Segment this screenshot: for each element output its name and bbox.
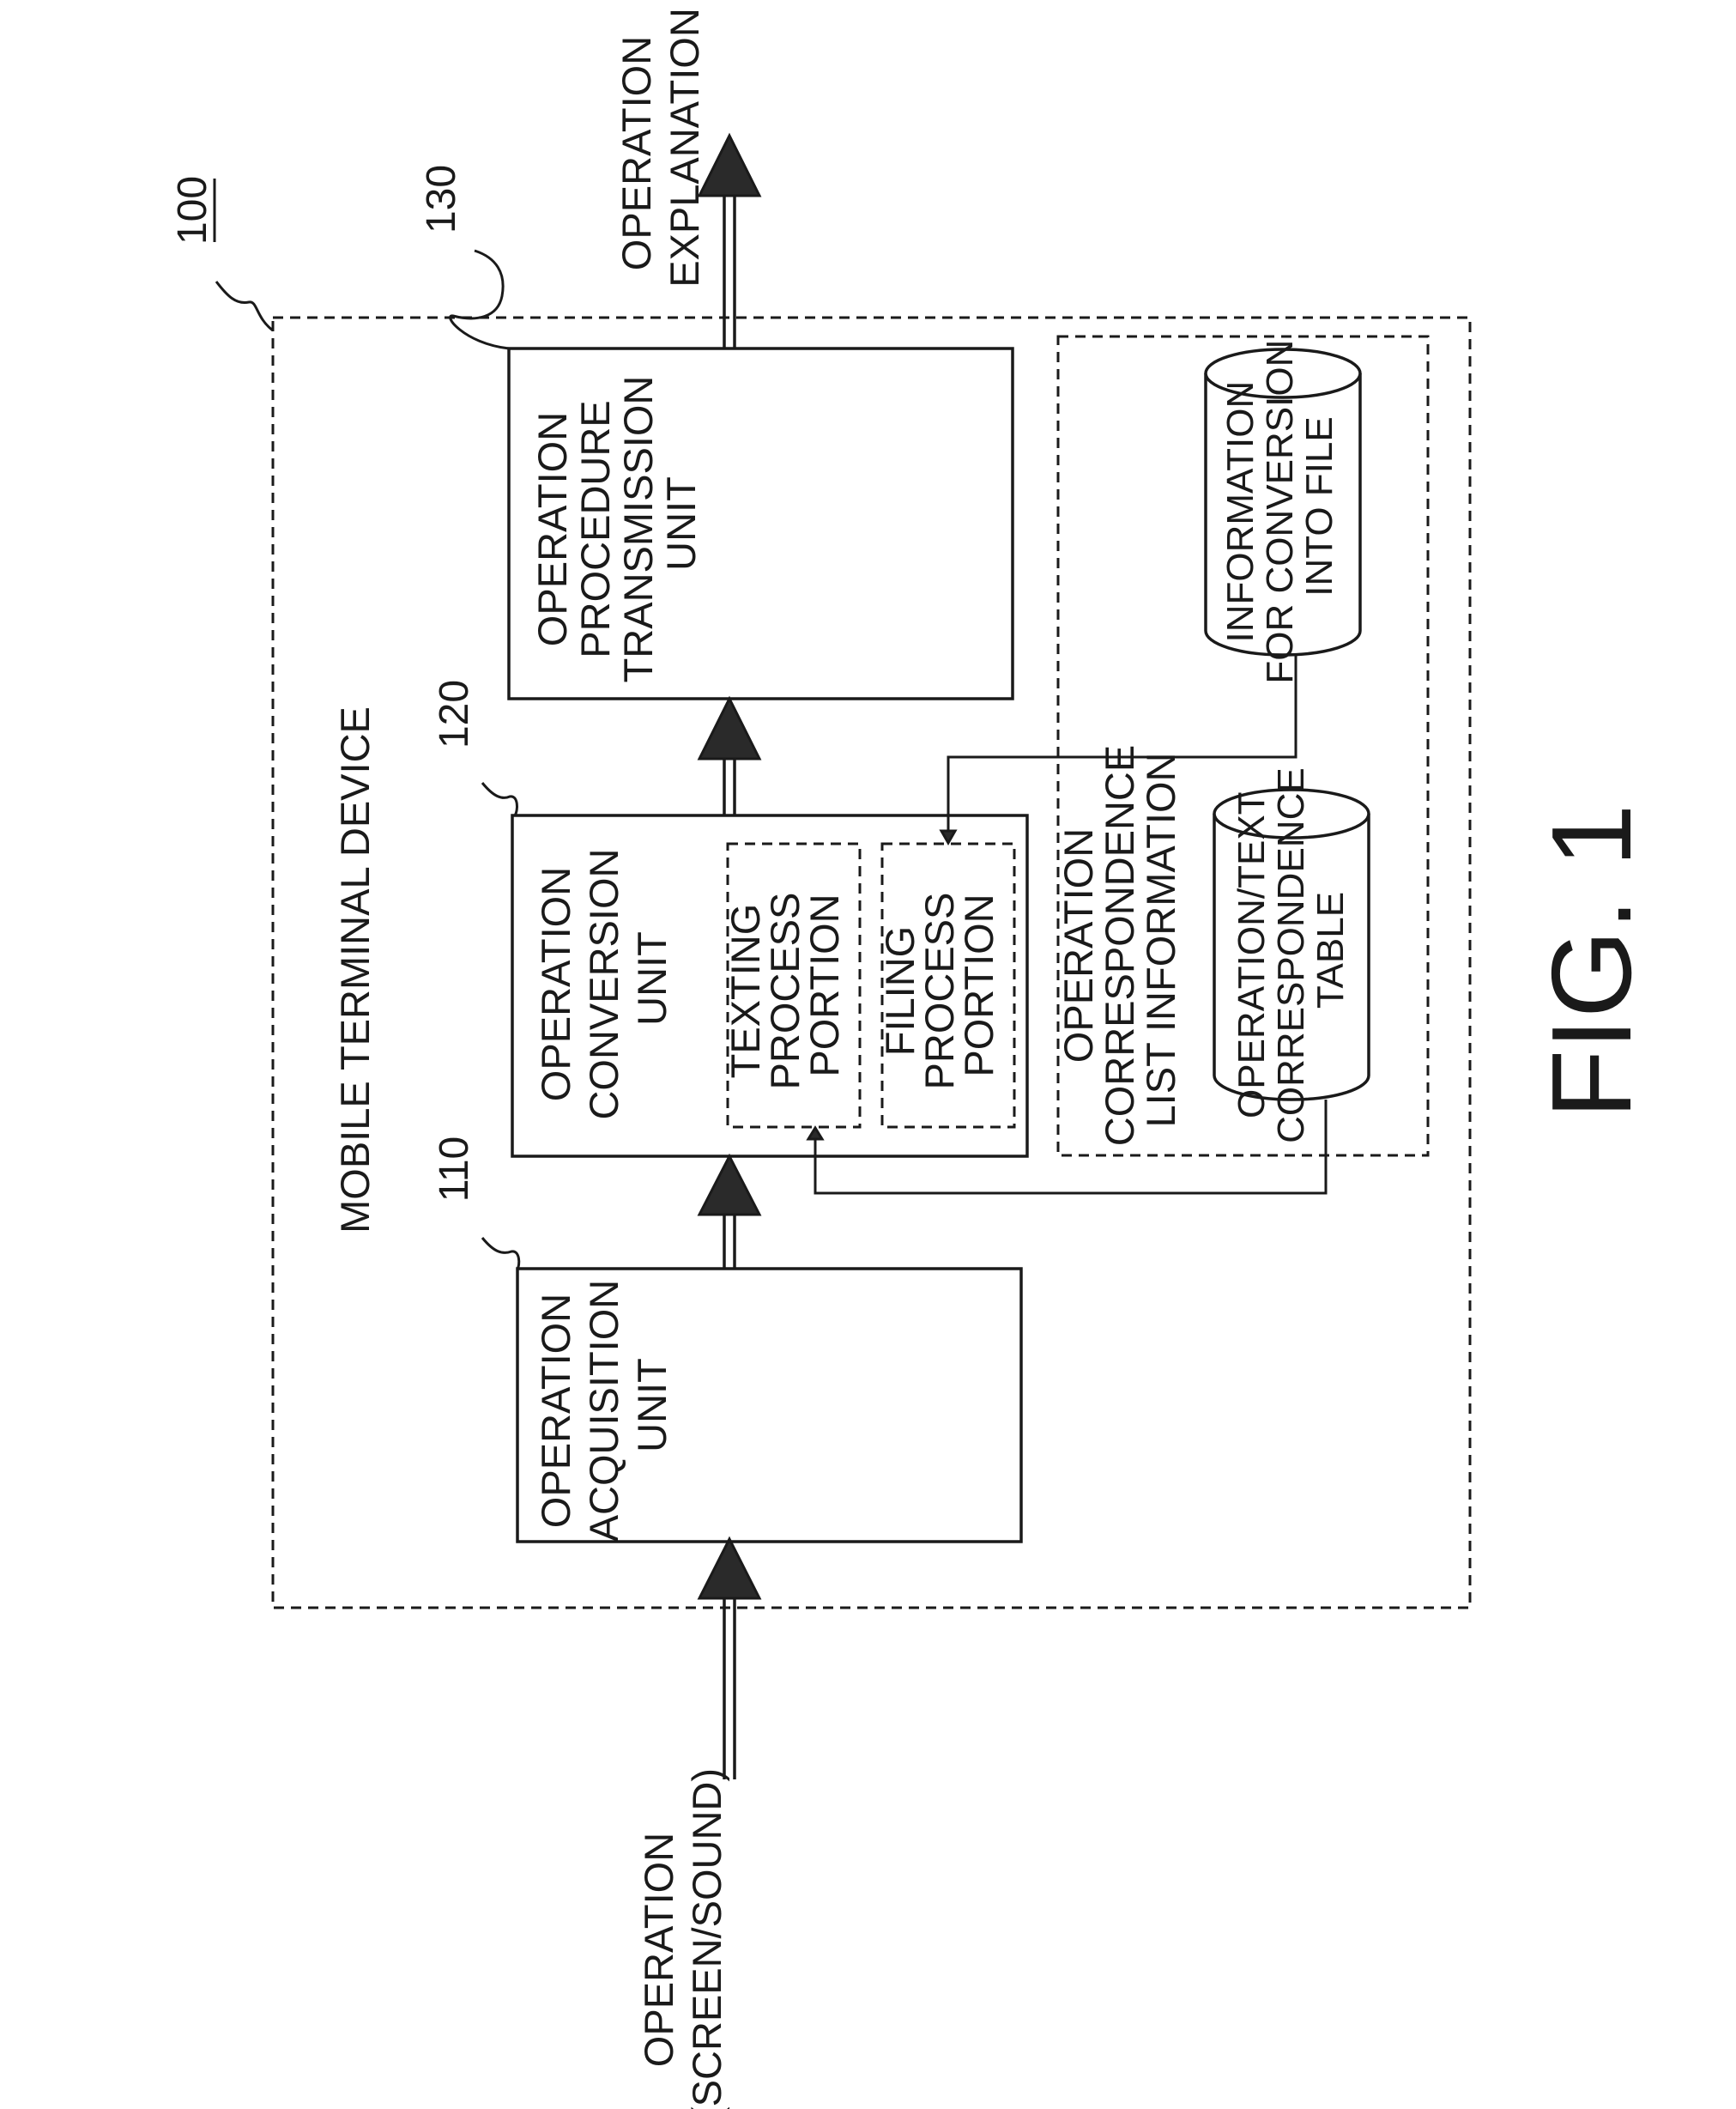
filing-process-portion-label: FILING PROCESS PORTION	[877, 882, 1001, 1090]
output-label: OPERATION EXPLANATION	[614, 8, 707, 288]
device-ref-leader	[216, 282, 273, 330]
correspondence-list-label: OPERATION CORRESPONDENCE LIST INFORMATIO…	[1056, 734, 1183, 1147]
texting-process-portion-label: TEXTING PROCESS PORTION	[723, 882, 847, 1090]
unit-110-ref-number: 110	[432, 1136, 477, 1203]
figure-label: FIG. 1	[1528, 804, 1654, 1119]
unit-130-leader	[451, 251, 509, 348]
arrow-120-to-130	[699, 699, 759, 815]
unit-120-leader	[482, 783, 517, 815]
arrow-110-to-120	[699, 1156, 759, 1269]
operation-acquisition-unit-label: OPERATION ACQUISITION UNIT	[533, 1269, 674, 1542]
unit-110-leader	[482, 1238, 519, 1269]
input-arrow	[699, 1539, 759, 1779]
operation-conversion-unit-label: OPERATION CONVERSION UNIT	[533, 837, 674, 1119]
unit-120-ref-number: 120	[432, 680, 477, 748]
input-label: OPERATION (SCREEN/SOUND)	[636, 1768, 729, 2109]
device-ref-number: 100	[170, 176, 215, 245]
device-label: MOBILE TERMINAL DEVICE	[332, 706, 378, 1233]
unit-130-ref-number: 130	[419, 165, 464, 233]
operation-procedure-transmission-unit-label: OPERATION PROCEDURE TRANSMISSION UNIT	[529, 365, 704, 683]
